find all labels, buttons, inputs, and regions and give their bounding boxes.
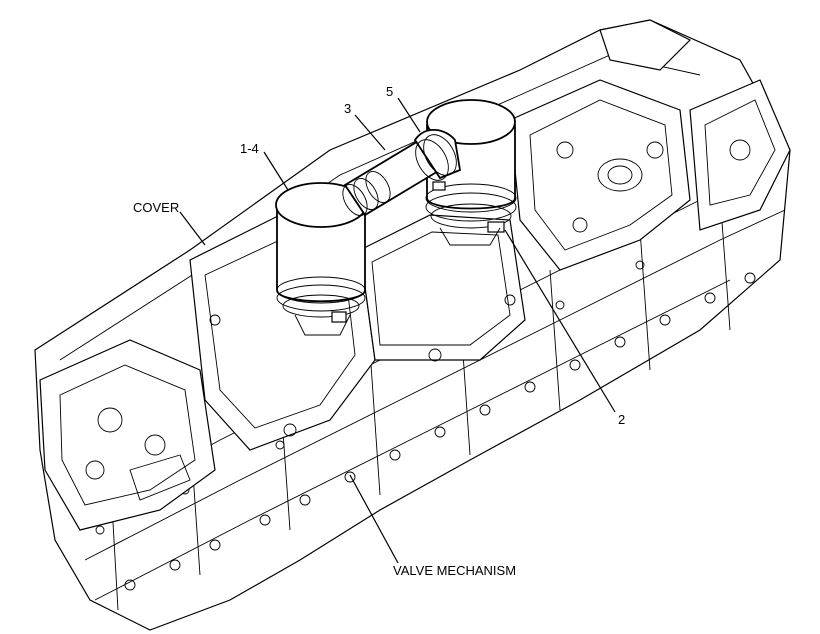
leader-cover (179, 211, 206, 246)
label-5: 5 (386, 84, 393, 99)
label-1-4: 1-4 (240, 141, 259, 156)
callout-labels: COVER 1-4 3 5 2 VALVE MECHANISM (133, 84, 625, 578)
leader-3 (354, 114, 386, 151)
elbow-5 (413, 128, 462, 191)
leader-2 (504, 229, 616, 413)
leader-1-4 (263, 151, 289, 191)
bolt-holes (95, 260, 756, 591)
right-head (509, 19, 791, 271)
left-head (39, 339, 216, 531)
leader-5 (397, 97, 421, 133)
leader-lines (179, 97, 616, 564)
label-3: 3 (344, 101, 351, 116)
label-valve-mechanism: VALVE MECHANISM (393, 563, 516, 578)
label-cover: COVER (133, 200, 179, 215)
leader-valve (349, 474, 399, 564)
label-2: 2 (618, 412, 625, 427)
